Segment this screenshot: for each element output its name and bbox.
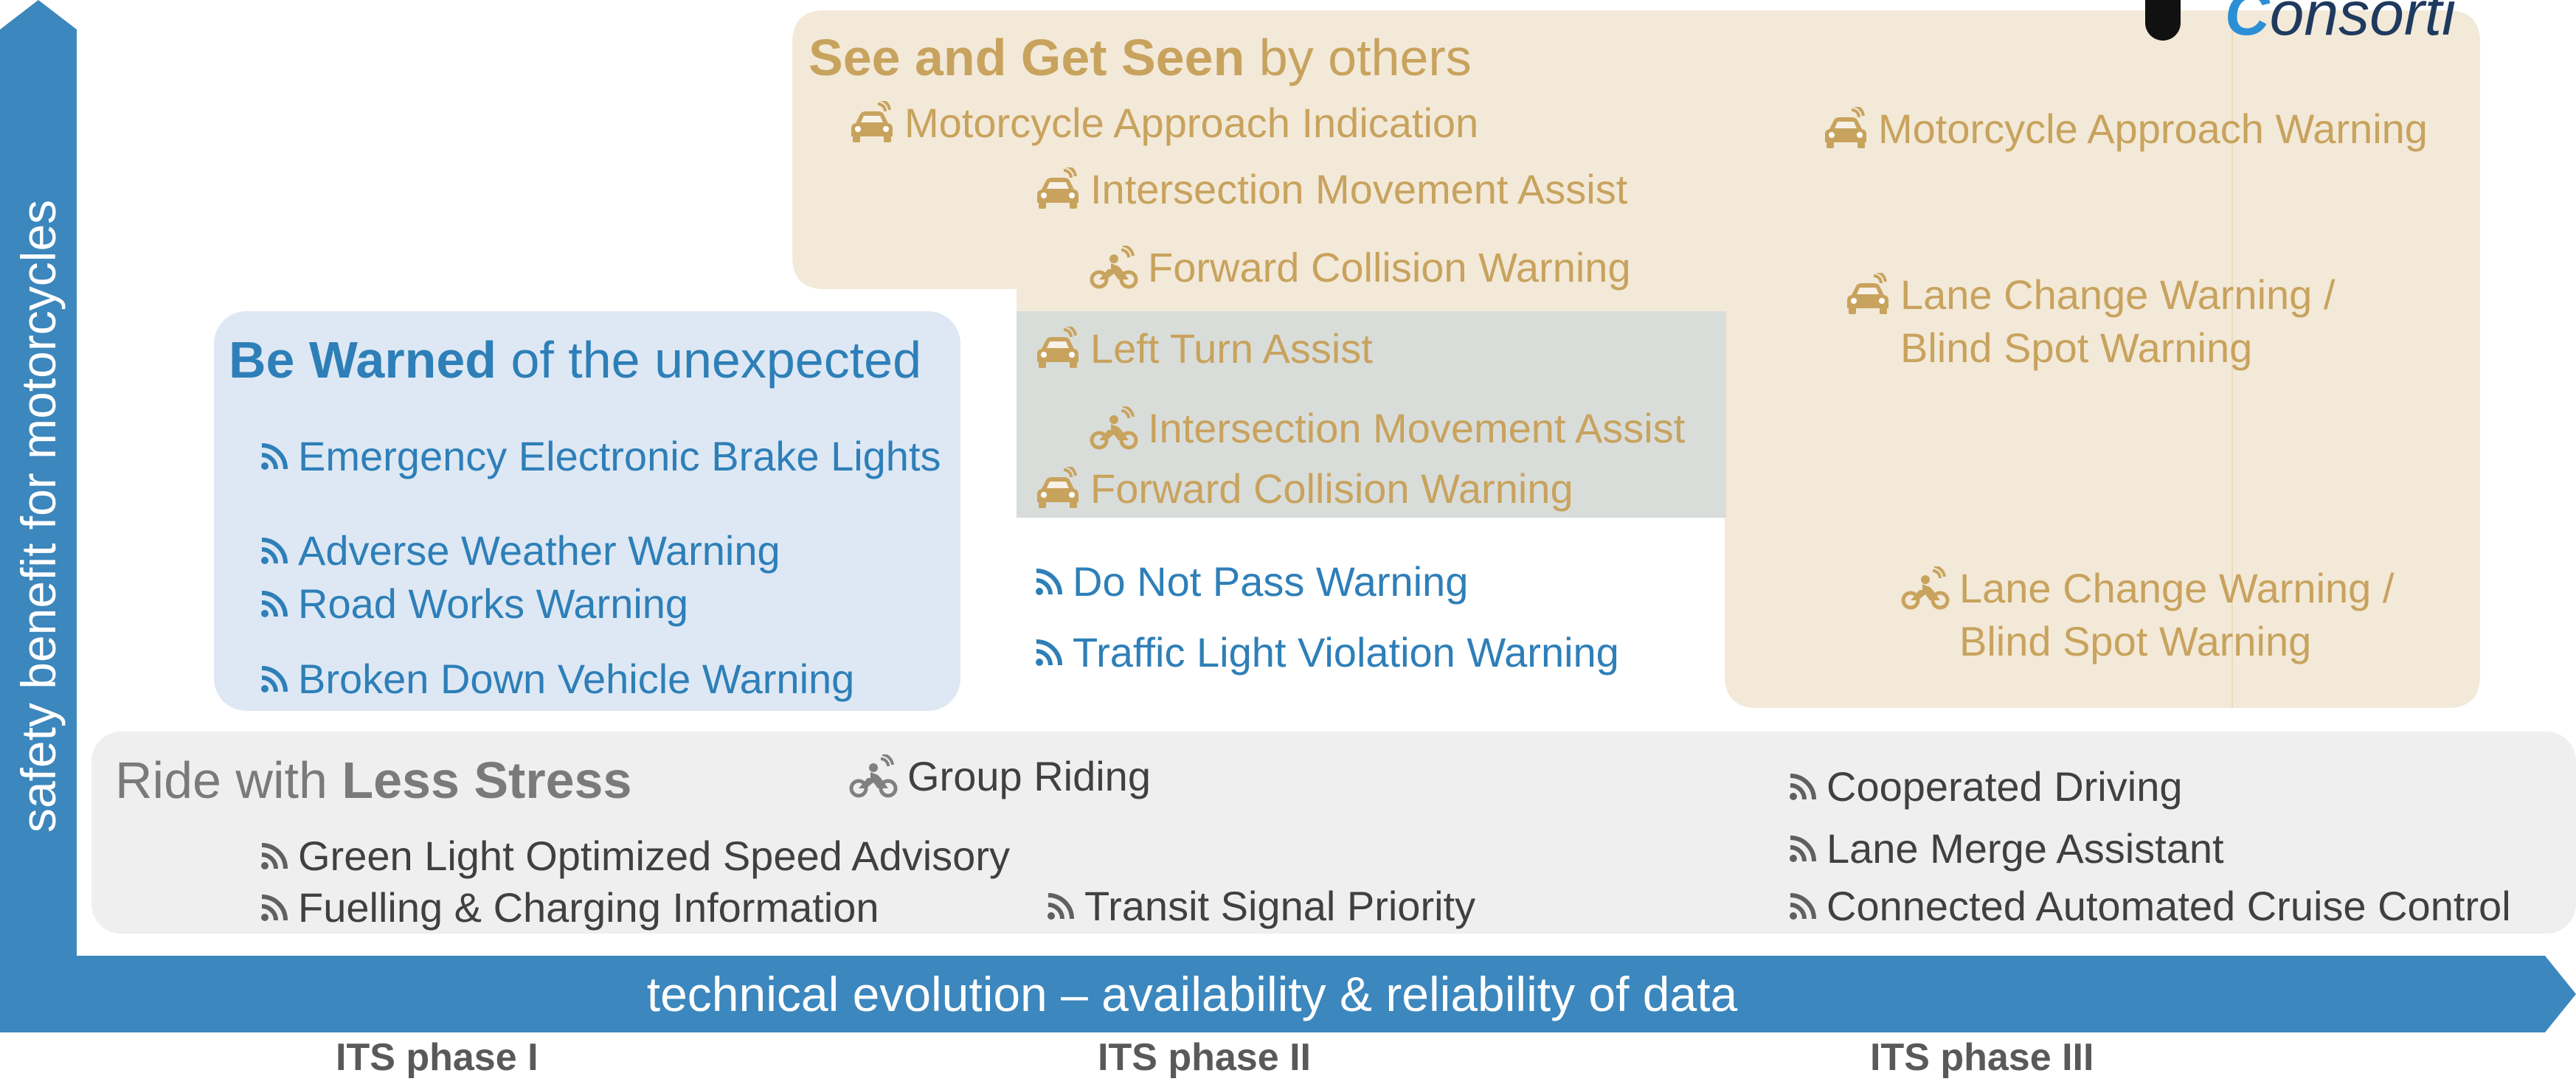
item-road-works-warning: Road Works Warning [260,580,688,628]
signal-icon [260,536,289,566]
car-signal-icon [1034,167,1081,212]
item-intersection-movement-assist-car: Intersection Movement Assist [1034,165,1627,213]
car-signal-icon [1034,327,1081,371]
phase-1-label: ITS phase I [336,1036,539,1079]
less-stress-title: Ride with Less Stress [115,751,632,809]
car-signal-icon [1844,273,1891,317]
item-forward-collision-warning-moto: Forward Collision Warning [1089,243,1631,291]
item-motorcycle-approach-warning: Motorcycle Approach Warning [1822,105,2428,153]
item-lane-change-warning-car: Lane Change Warning /Blind Spot Warning [1844,268,2335,375]
motorcycle-signal-icon [1089,406,1139,451]
motorcycle-signal-icon [848,754,899,799]
zone-overlap [1017,311,1726,518]
item-forward-collision-warning-car: Forward Collision Warning [1034,465,1573,513]
x-axis-label: technical evolution – availability & rel… [646,967,1738,1021]
x-axis-arrow [0,956,2576,1032]
car-signal-icon [1822,107,1869,151]
be-warned-title: Be Warned of the unexpected [229,331,922,389]
item-fuelling-charging-information: Fuelling & Charging Information [260,883,879,931]
y-axis-arrow [0,0,77,1032]
item-do-not-pass-warning: Do Not Pass Warning [1034,558,1468,605]
item-motorcycle-approach-indication: Motorcycle Approach Indication [848,99,1478,147]
signal-icon [1788,772,1818,802]
signal-icon [1034,567,1064,597]
car-signal-icon [1034,467,1081,511]
item-transit-signal-priority: Transit Signal Priority [1046,882,1475,930]
item-group-riding: Group Riding [848,752,1151,800]
see-and-get-seen-title: See and Get Seen by others [809,29,1472,86]
logo-text: onsorti [2269,0,2456,48]
item-green-light-optimized-speed-advisory: Green Light Optimized Speed Advisory [260,832,1010,880]
consortium-logo: Consorti [2145,0,2456,49]
zone-be-warned [214,311,960,711]
motorcycle-signal-icon [1089,246,1139,290]
item-lane-change-warning-moto: Lane Change Warning /Blind Spot Warning [1900,562,2394,668]
signal-icon [260,589,289,619]
signal-icon [260,841,289,871]
signal-icon [260,893,289,923]
car-signal-icon [848,101,896,145]
item-broken-down-vehicle-warning: Broken Down Vehicle Warning [260,655,854,703]
signal-icon [1034,638,1064,667]
phase-3-label: ITS phase III [1870,1036,2094,1079]
item-intersection-movement-assist-moto: Intersection Movement Assist [1089,404,1685,452]
motorcycle-signal-icon [1900,566,1950,611]
signal-icon [260,664,289,694]
item-emergency-electronic-brake-lights: Emergency Electronic Brake Lights [260,432,941,480]
signal-icon [1788,834,1818,864]
item-traffic-light-violation-warning: Traffic Light Violation Warning [1034,628,1619,676]
phase-2-label: ITS phase II [1098,1036,1311,1079]
signal-icon [1788,892,1818,921]
item-adverse-weather-warning: Adverse Weather Warning [260,527,780,574]
signal-icon [260,442,289,471]
item-left-turn-assist: Left Turn Assist [1034,324,1373,372]
item-cooperated-driving: Cooperated Driving [1788,763,2182,810]
item-connected-automated-cruise-control: Connected Automated Cruise Control [1788,882,2511,930]
signal-icon [1046,892,1076,921]
zone-less-stress [91,732,2576,934]
item-lane-merge-assistant: Lane Merge Assistant [1788,824,2224,872]
